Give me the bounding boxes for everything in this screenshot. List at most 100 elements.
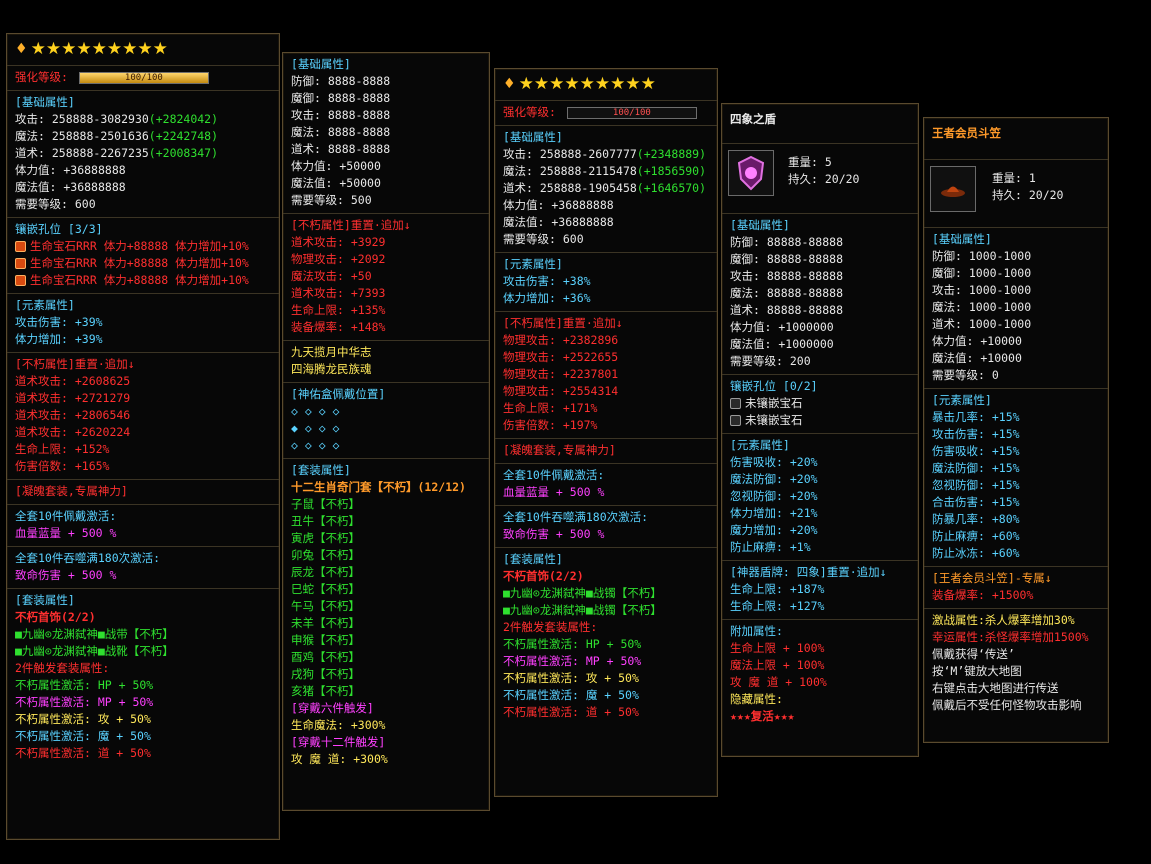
base-attr-row: 魔法: 258888-2115478(+1856590)	[503, 163, 711, 180]
gem-icon: ♦	[503, 76, 516, 92]
star-icon: ★	[76, 39, 92, 59]
base-attr: 魔法: 1000-1000	[932, 300, 1032, 314]
base-attr: 魔御: 88888-88888	[730, 252, 844, 266]
base-attr-row: 攻击: 258888-3082930(+2824042)	[15, 111, 273, 128]
socket-text: 未镶嵌宝石	[745, 396, 803, 410]
set10-devour-value: 致命伤害 + 500 %	[15, 568, 117, 582]
immortal-attr: 装备爆率: +148%	[291, 320, 386, 334]
attr-key: 需要等级:	[15, 197, 75, 211]
immortal-attr: 魔法攻击: +50	[291, 269, 372, 283]
base-attr-title: [基础属性]	[932, 232, 992, 246]
elem-attr: 魔法防御: +15%	[932, 461, 1020, 475]
suit-items: ■九幽⊙龙渊弑神■战带【不朽】 ■九幽⊙龙渊弑神■战靴【不朽】	[15, 626, 273, 660]
elem-attr: 体力增加: +21%	[730, 506, 818, 520]
attr-key: 攻击:	[503, 147, 540, 161]
immortal-attr: 生命上限: +152%	[15, 442, 110, 456]
artifact-list: 生命上限: +187%生命上限: +127%	[730, 581, 912, 615]
enhance-level: 强化等级: 100/100	[503, 104, 711, 121]
artifact-title: [神器盾牌: 四象]重置·追加↓	[730, 565, 887, 579]
base-attr: 需要等级: 500	[291, 193, 372, 207]
base-attr: 魔法: 8888-8888	[291, 125, 391, 139]
base-attr: 防御: 1000-1000	[932, 249, 1032, 263]
elem-attr-title: [元素属性]	[15, 298, 75, 312]
base-attr-row: 道术: 258888-2267235(+2008347)	[15, 145, 273, 162]
base-attr: 道术: 8888-8888	[291, 142, 391, 156]
attr-value: 258888-2267235	[51, 146, 149, 160]
elem-attr: 合击伤害: +15%	[932, 495, 1020, 509]
attr-key: 魔法:	[503, 164, 540, 178]
base-attr-row: 需要等级: 600	[15, 196, 273, 213]
suit-effect: 不朽属性激活: 道 + 50%	[15, 746, 151, 760]
suit-item: ■九幽⊙龙渊弑神■战靴【不朽】	[15, 644, 174, 658]
attr-value: 258888-3082930	[51, 112, 149, 126]
zodiac-item: 亥猪【不朽】	[291, 684, 360, 698]
elem-attr-title: [元素属性]	[932, 393, 992, 407]
weight: 重量: 5	[788, 155, 832, 169]
suit-item: ■九幽⊙龙渊弑神■战带【不朽】	[15, 627, 174, 641]
socket-text: 未镶嵌宝石	[745, 413, 803, 427]
star-rating: ♦ ★★★★★★★★★	[15, 37, 273, 61]
attr-value: +36888888	[63, 163, 126, 177]
gem-socket-icon	[15, 258, 26, 269]
gem-socket-icon	[730, 398, 741, 409]
suit-trigger: 2件触发套装属性:	[503, 620, 598, 634]
suit-effect: 不朽属性激活: 道 + 50%	[503, 705, 639, 719]
enhance-label: 强化等级:	[15, 70, 68, 84]
attr-key: 体力值:	[503, 198, 552, 212]
artifact-attr: 生命上限: +187%	[730, 582, 825, 596]
base-attr: 体力值: +50000	[291, 159, 381, 173]
suit-effects: 不朽属性激活: HP + 50%不朽属性激活: MP + 50%不朽属性激活: …	[15, 677, 273, 762]
immortal-attr: 物理攻击: +2554314	[503, 384, 619, 398]
immortal-attr: 生命上限: +171%	[503, 401, 598, 415]
socket-title: 镶嵌孔位 [3/3]	[15, 222, 103, 236]
extra-attr-title: 附加属性:	[730, 624, 783, 638]
attr-value: +36888888	[551, 198, 614, 212]
suit-title: [套装属性]	[503, 552, 563, 566]
base-attr-title: [基础属性]	[291, 57, 351, 71]
base-attr: 体力值: +10000	[932, 334, 1022, 348]
box-row: ◇ ◇ ◇ ◇	[291, 438, 340, 452]
gem-icon: ♦	[15, 41, 28, 57]
star-icon: ★	[106, 39, 123, 59]
notes-list: 激战属性:杀人爆率增加30%幸运属性:杀怪爆率增加1500%佩戴获得‘传送’按‘…	[932, 612, 1102, 714]
base-attr: 体力值: +1000000	[730, 320, 834, 334]
enhance-progress-bar: 100/100	[78, 71, 209, 84]
immortal-attr: 道术攻击: +3929	[291, 235, 386, 249]
immortal-attr: 伤害倍数: +197%	[503, 418, 598, 432]
base-attr: 魔法值: +10000	[932, 351, 1022, 365]
elem-attr: 魔力增加: +20%	[730, 523, 818, 537]
star-icon: ★	[610, 74, 626, 94]
base-attr: 需要等级: 200	[730, 354, 811, 368]
hat-graphic	[941, 186, 965, 197]
immortal-attr: 物理攻击: +2522655	[503, 350, 619, 364]
set10-devour-label: 全套10件吞噬满180次激活:	[503, 510, 649, 524]
elem-attr: 攻击伤害: +38%	[503, 274, 591, 288]
base-attr: 道术: 1000-1000	[932, 317, 1032, 331]
enhance-value: 100/100	[124, 72, 163, 83]
base-attr: 攻击: 1000-1000	[932, 283, 1032, 297]
gem-socket-icon	[15, 275, 26, 286]
attr-key: 魔法:	[15, 129, 52, 143]
attr-key: 需要等级:	[503, 232, 563, 246]
socket-row: 生命宝石RRR 体力+88888 体力增加+10%	[15, 255, 273, 272]
set10-devour-label: 全套10件吞噬满180次激活:	[15, 551, 161, 565]
attr-value: 258888-2501636	[51, 129, 149, 143]
immortal-attr-title: [不朽属性]重置·追加↓	[15, 357, 135, 371]
elem-attr: 伤害吸收: +15%	[932, 444, 1020, 458]
attr-value: 600	[74, 197, 96, 211]
base-attr: 攻击: 88888-88888	[730, 269, 844, 283]
zodiac-item: 卯兔【不朽】	[291, 548, 360, 562]
durability: 持久: 20/20	[992, 188, 1064, 202]
attr-key: 道术:	[15, 146, 52, 160]
suit-effect: 不朽属性激活: 魔 + 50%	[15, 729, 151, 743]
immortal-attr: 伤害倍数: +165%	[15, 459, 110, 473]
weight: 重量: 1	[992, 171, 1036, 185]
star-icon: ★	[152, 39, 168, 59]
suit-effect: 按‘M’键放大地图	[932, 664, 1022, 678]
star-icon: ★	[579, 74, 595, 94]
suit-name: 不朽首饰(2/2)	[503, 569, 584, 583]
attr-key: 体力值:	[15, 163, 64, 177]
suit-effects: 不朽属性激活: HP + 50%不朽属性激活: MP + 50%不朽属性激活: …	[503, 636, 711, 721]
